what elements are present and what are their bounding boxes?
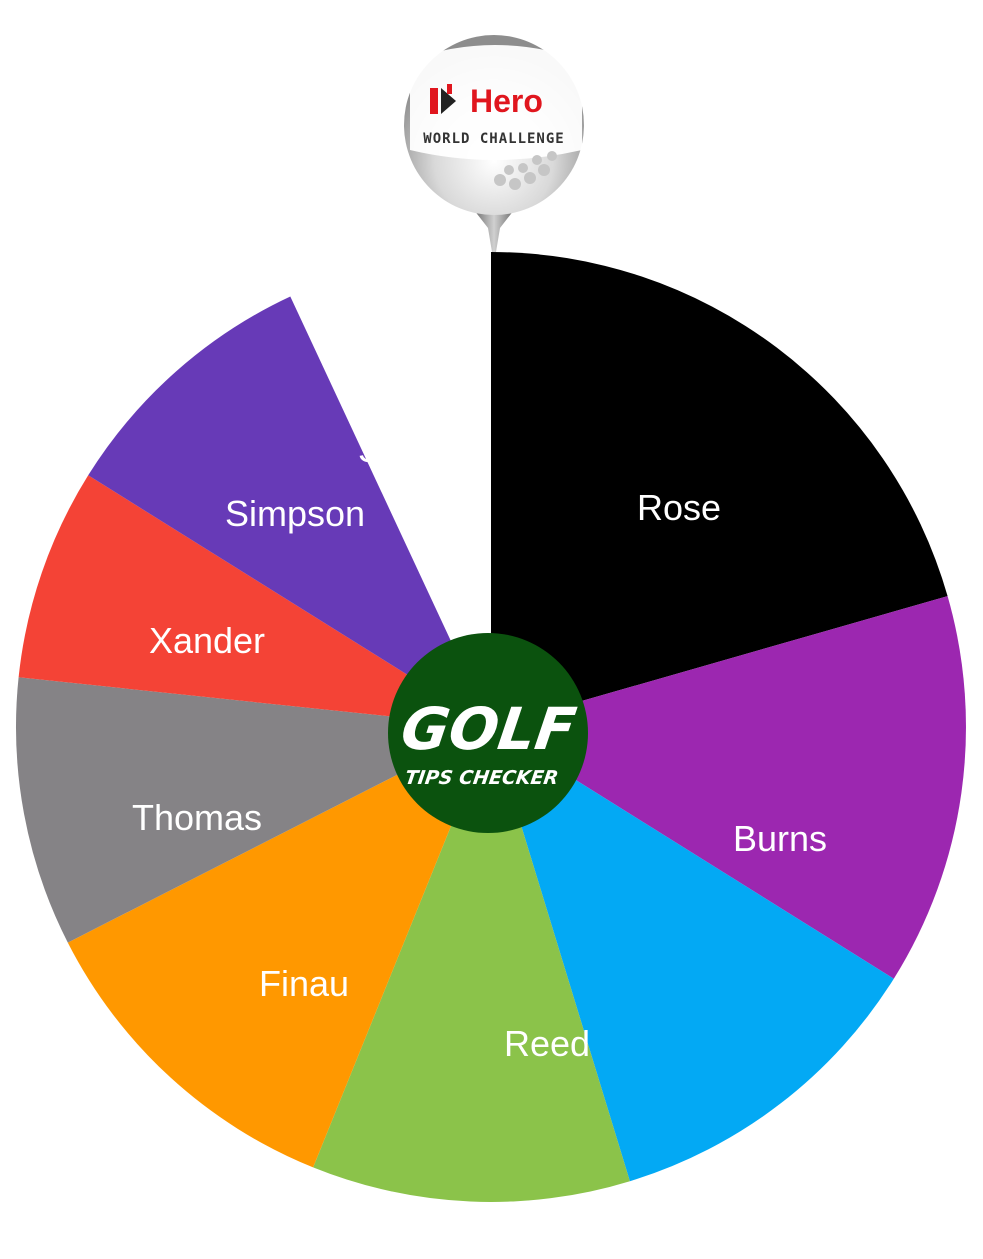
wheel-slice-xander[interactable] [16, 677, 491, 943]
wheel-label-thomas: Thomas [132, 797, 262, 838]
wheel-label-burns: Burns [733, 818, 827, 859]
hub-logo-line2: TIPS CHECKER [404, 766, 560, 789]
tee-icon [474, 210, 514, 252]
wheel-slices [16, 252, 966, 1202]
world-challenge-text: WORLD CHALLENGE [423, 131, 564, 147]
logo-backdrop [410, 45, 582, 160]
hero-mark-icon [430, 84, 456, 114]
ball-dimples [494, 151, 557, 190]
wheel-slice-burns[interactable] [491, 596, 966, 979]
hub-logo-line1: GOLF [397, 695, 580, 763]
wheel-slice-rose[interactable] [491, 252, 948, 727]
golf-tips-checker-logo[interactable]: GOLF TIPS CHECKER [388, 633, 588, 833]
wheel-slice-finau[interactable] [313, 727, 630, 1202]
wheel-label-xander: Xander [149, 620, 265, 661]
wheel-slice-thomas[interactable] [67, 727, 492, 1168]
wheel-slice-simpson[interactable] [18, 475, 491, 727]
wheel-label-finau: Finau [259, 963, 349, 1004]
wheel-label-reed: Reed [504, 1023, 590, 1064]
wheel-pointer: Hero WORLD CHALLENGE [404, 35, 584, 252]
wheel-slice-stenson[interactable] [88, 296, 491, 728]
wheel-label-stenson: Stenson [358, 429, 490, 470]
hero-brand-text: Hero [470, 83, 543, 119]
hub-circle [388, 633, 588, 833]
wheel-label-simpson: Simpson [225, 493, 365, 534]
wheel-slice-reed[interactable] [491, 727, 894, 1182]
wheel-label-rose: Rose [637, 487, 721, 528]
